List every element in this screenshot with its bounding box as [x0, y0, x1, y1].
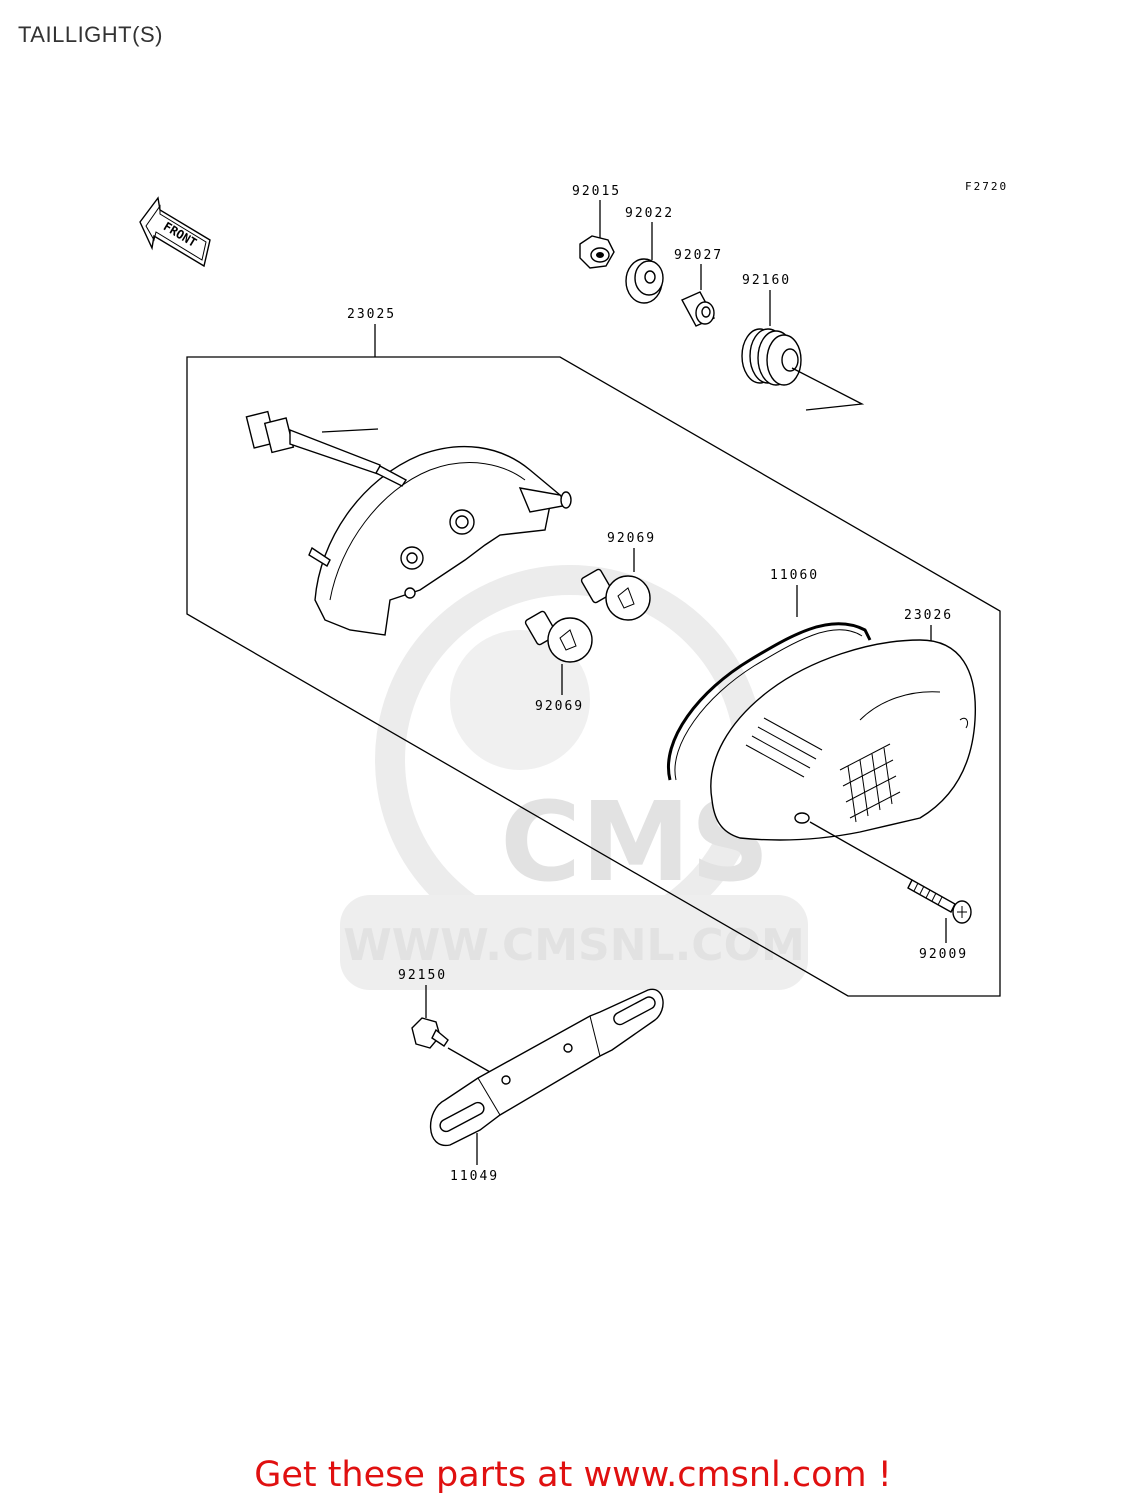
figure-code: F2720: [965, 180, 1008, 193]
bulb-92069-upper: [580, 568, 651, 621]
label-92027: 92027: [674, 248, 723, 263]
label-92160: 92160: [742, 273, 791, 288]
page-title: TAILLIGHT(S): [18, 22, 163, 47]
taillight-housing-23025: [245, 410, 572, 636]
grommet-92160: [741, 328, 865, 411]
label-92015: 92015: [572, 184, 621, 199]
bracket-11049: [429, 988, 664, 1146]
label-23025: 23025: [347, 307, 396, 322]
leader-lines: [374, 200, 947, 1165]
assembly-outline: [186, 356, 1001, 997]
bolt-92150: [411, 1017, 491, 1073]
label-23026: 23026: [904, 608, 953, 623]
nut-92015: [579, 235, 615, 269]
label-11060: 11060: [770, 568, 819, 583]
label-92009: 92009: [919, 947, 968, 962]
label-92069-upper: 92069: [607, 531, 656, 546]
screw-92009: [907, 879, 972, 924]
gasket-11060: [667, 622, 872, 781]
cta-text[interactable]: Get these parts at www.cmsnl.com !: [254, 1455, 892, 1495]
lens-23026: [710, 639, 977, 881]
label-92150: 92150: [398, 968, 447, 983]
label-11049: 11049: [450, 1169, 499, 1184]
watermark: CMS WWW.CMSNL.COM: [340, 565, 808, 990]
bulb-92069-lower: [524, 610, 593, 663]
collar-92027: [681, 291, 715, 327]
washer-92022: [625, 258, 664, 304]
label-92022: 92022: [625, 206, 674, 221]
label-92069-lower: 92069: [535, 699, 584, 714]
watermark-url: WWW.CMSNL.COM: [343, 920, 805, 971]
front-arrow: FRONT: [139, 196, 211, 268]
